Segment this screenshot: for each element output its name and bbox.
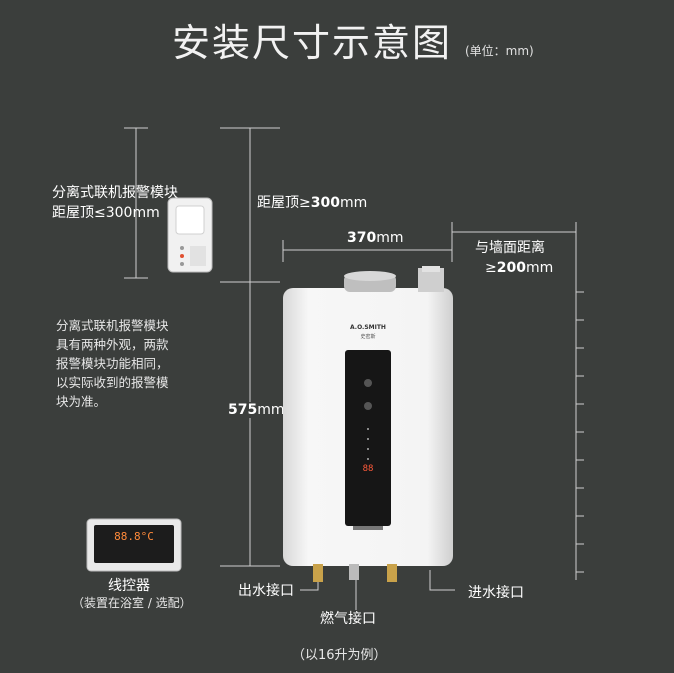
water-out-port-label: 出水接口 <box>238 583 294 599</box>
width-dimension-label: 370mm <box>347 230 404 246</box>
controller-label: 线控器 <box>108 578 150 594</box>
gas-port-label: 燃气接口 <box>320 611 376 627</box>
brand-logo-cn: 史密斯 <box>360 334 376 340</box>
pipe-fittings <box>313 564 397 582</box>
page-title: 安装尺寸示意图 <box>172 21 453 65</box>
wall-distance-label: 与墙面距离 ≥200mm <box>475 240 554 276</box>
flue-outlet <box>344 266 444 292</box>
controller-display: 88.8°C <box>114 530 154 543</box>
alarm-module-label: 分离式联机报警模块 距屋顶≤300mm <box>52 185 178 221</box>
module-note: 分离式联机报警模块 具有两种外观，两款 报警模块功能相同， 以实际收到的报警模 … <box>56 318 169 409</box>
water-in-port-label: 进水接口 <box>468 585 524 601</box>
brand-logo: A.O.SMITH <box>350 324 386 331</box>
wire-controller-device <box>86 518 182 572</box>
roof-distance-label: 距屋顶≥300mm <box>257 195 368 211</box>
water-heater-body <box>283 288 453 566</box>
alarm-module-device <box>167 197 213 273</box>
controller-sublabel: （装置在浴室 / 选配） <box>72 596 192 610</box>
heater-display: 88 <box>362 464 374 474</box>
height-dimension-label: 575mm <box>228 402 285 418</box>
unit-label: (单位：mm) <box>465 44 534 58</box>
example-note: （以16升为例） <box>292 648 387 663</box>
water-heater: A.O.SMITH 史密斯 88 <box>283 288 453 566</box>
